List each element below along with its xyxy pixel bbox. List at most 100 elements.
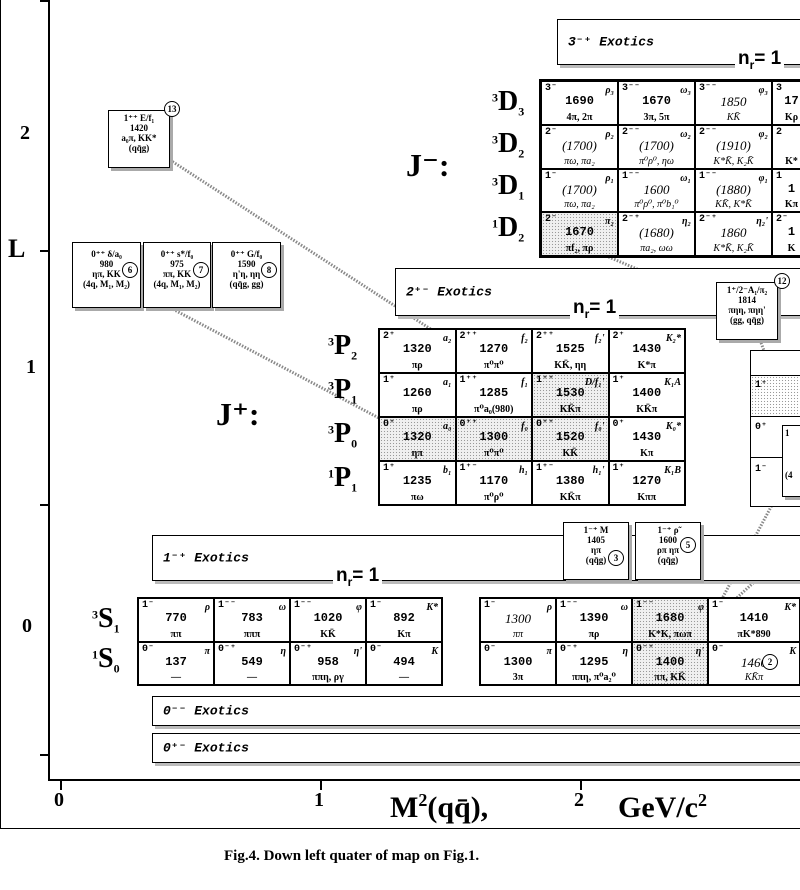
state-jpc: 2⁻⁺: [699, 214, 718, 226]
state-mass: 783: [241, 611, 263, 625]
state-decay: ηπ: [411, 448, 423, 459]
candidate-7-number: 7: [193, 262, 209, 278]
state-decay: π⁰a₀(980): [473, 404, 514, 415]
state-name: K₀*: [665, 421, 681, 432]
state-decay: ππ: [512, 628, 524, 640]
partial-candidate-4: 1 (4: [782, 425, 800, 497]
state-mass: 137: [165, 654, 187, 669]
state-mass: 1020: [313, 611, 343, 625]
state-decay: πω: [410, 492, 424, 503]
state-jpc: 0⁻⁺: [218, 643, 237, 655]
state-jpc: 0⁻: [712, 643, 725, 655]
state-decay: ππ: [170, 628, 182, 640]
state-mass: 1300: [503, 654, 533, 669]
y-axis-title: L: [8, 234, 26, 263]
state-decay: π⁰ρ⁰, ηω: [639, 155, 674, 167]
state-cell: 1⁻ρ₁(1700)πω, πa₂: [541, 168, 618, 213]
state-decay: K*: [785, 155, 798, 167]
state-jpc: 1⁺⁻: [459, 463, 478, 474]
state-decay: KK̄π: [559, 492, 581, 503]
state-name: K*: [426, 602, 438, 613]
candidate-12: 1⁺/2⁻A₁/π₂ 1814 πηη, πηη' (gg, qq̄g): [716, 282, 778, 340]
state-name: ω₃: [680, 85, 691, 96]
state-name: f₁: [521, 377, 528, 388]
state-jpc: 1⁻: [370, 600, 383, 611]
state-mass: (1700): [562, 137, 597, 153]
state-name: K₂*: [665, 333, 681, 344]
state-decay: KK̄, K*K̄: [715, 199, 752, 211]
x-tick-2: 2: [574, 789, 584, 811]
state-name: ρ₁: [605, 172, 614, 184]
candidate-2-number: 2: [762, 654, 778, 670]
state-decay: πK*890: [737, 628, 771, 640]
exotics-0pm: 0⁺⁻ Exotics: [152, 733, 800, 763]
state-jpc: 0⁺⁺: [536, 419, 555, 430]
state-mass: 1235: [402, 474, 432, 488]
state-decay: KK̄: [320, 628, 336, 640]
state-mass: 1390: [579, 611, 609, 625]
state-jpc: 1⁺: [383, 375, 396, 386]
candidate-13: 1⁺⁺ E/f₁ 1420 a₀π, KK* (qq̄g): [108, 110, 170, 168]
state-mass: 1320: [402, 342, 432, 356]
state-cell: 2⁻⁺η₂(1680)πa₂, ωω: [618, 212, 695, 256]
state-jpc: 0⁻⁺: [636, 643, 655, 655]
state-mass: 1260: [402, 386, 432, 400]
state-mass: 1680: [655, 611, 685, 625]
state-jpc: 2⁻⁻: [699, 126, 718, 138]
state-jpc: 2: [776, 126, 783, 138]
state-name: η: [622, 645, 629, 657]
state-name: b₁: [443, 465, 452, 476]
state-decay: KK̄π: [744, 672, 764, 683]
state-mass: 1300: [479, 430, 509, 444]
candidate-12-number: 12: [774, 273, 790, 289]
state-jpc: 0⁻⁺: [560, 643, 579, 655]
state-decay: —: [399, 672, 409, 683]
state-decay: KK̄π: [636, 404, 658, 415]
spec-3S1: 3S1: [92, 603, 120, 636]
state-jpc: 1⁺⁻: [536, 463, 555, 474]
y-tick-1: 1: [26, 356, 36, 378]
state-name: η₂: [682, 216, 691, 228]
state-name: h₁': [592, 465, 605, 476]
state-mass: 1530: [555, 386, 585, 400]
candidate-8-number: 8: [261, 262, 277, 278]
state-mass: 1170: [479, 474, 509, 488]
state-name: ρ: [204, 602, 210, 613]
spec-1D2: 1D2: [492, 212, 525, 245]
state-mass: 1400: [632, 386, 662, 400]
state-decay: Kπ: [397, 628, 411, 640]
state-name: f₀': [594, 421, 605, 432]
state-name: η₂': [756, 216, 768, 228]
state-name: K₁B: [664, 465, 681, 476]
state-decay: ππ, KK̄: [654, 672, 686, 683]
state-mass: 1600: [643, 181, 670, 197]
state-decay: KK̄: [562, 448, 579, 459]
state-cell: 1⁻⁻φ₁(1880)KK̄, K*K̄: [695, 168, 772, 213]
state-jpc: 3⁻⁻: [622, 83, 641, 94]
state-mass: 1320: [402, 430, 432, 444]
state-jpc: 2⁻⁺: [622, 214, 641, 226]
state-name: φ: [356, 602, 362, 613]
state-decay: π⁰π⁰: [483, 360, 504, 371]
nr-label-s: nr= 1: [333, 565, 383, 589]
